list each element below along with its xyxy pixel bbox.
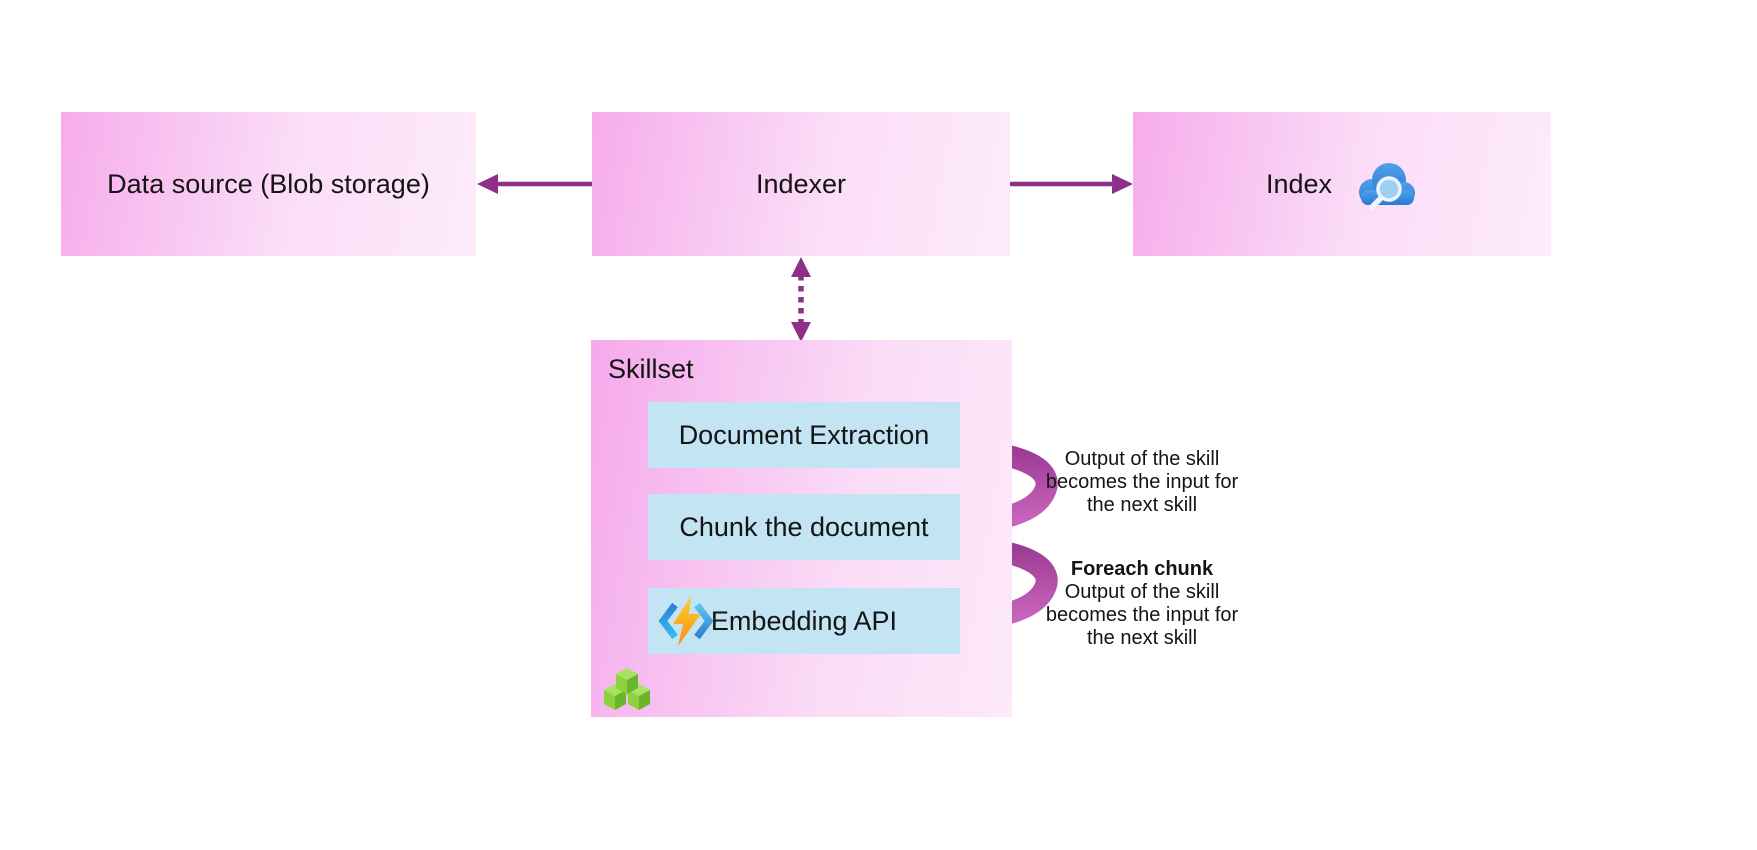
dotted-arrow-indexer-skillset (791, 257, 811, 342)
skill-box-document-extraction: Document Extraction (648, 402, 960, 468)
node-data-source: Data source (Blob storage) (61, 112, 476, 256)
data-source-label: Data source (Blob storage) (107, 168, 430, 199)
annotation-title: Foreach chunk (1070, 558, 1214, 580)
embedding-api-label: Embedding API (710, 605, 898, 636)
annotation-foreach-chunk: Foreach chunk Output of the skill become… (1002, 558, 1282, 650)
index-label: Index (1265, 168, 1333, 199)
azure-functions-icon (658, 596, 714, 646)
arrow-indexer-to-index (1010, 174, 1133, 194)
arrow-indexer-to-datasource (477, 174, 592, 194)
node-index: Index (1133, 112, 1551, 256)
annotation-line: becomes the input for (1045, 604, 1239, 626)
annotation-line: Output of the skill (1064, 448, 1220, 470)
node-indexer: Indexer (592, 112, 1010, 256)
cloud-search-icon (1359, 163, 1416, 210)
skill-box-chunk-the-document: Chunk the document (648, 494, 960, 560)
skill-box-embedding-api: Embedding API (648, 588, 960, 654)
node-skillset: Skillset Document Extraction Chunk the d… (591, 340, 1012, 717)
chunk-the-document-label: Chunk the document (679, 511, 929, 542)
cubes-icon (604, 668, 650, 710)
annotation-line: becomes the input for (1045, 471, 1239, 493)
document-extraction-label: Document Extraction (678, 419, 930, 450)
annotation-line: the next skill (1086, 627, 1198, 649)
indexer-label: Indexer (755, 168, 847, 199)
skillset-label: Skillset (608, 354, 694, 384)
annotation-skill-output: Output of the skill becomes the input fo… (1002, 448, 1282, 517)
annotation-line: Output of the skill (1064, 581, 1220, 603)
annotation-line: the next skill (1086, 494, 1198, 516)
